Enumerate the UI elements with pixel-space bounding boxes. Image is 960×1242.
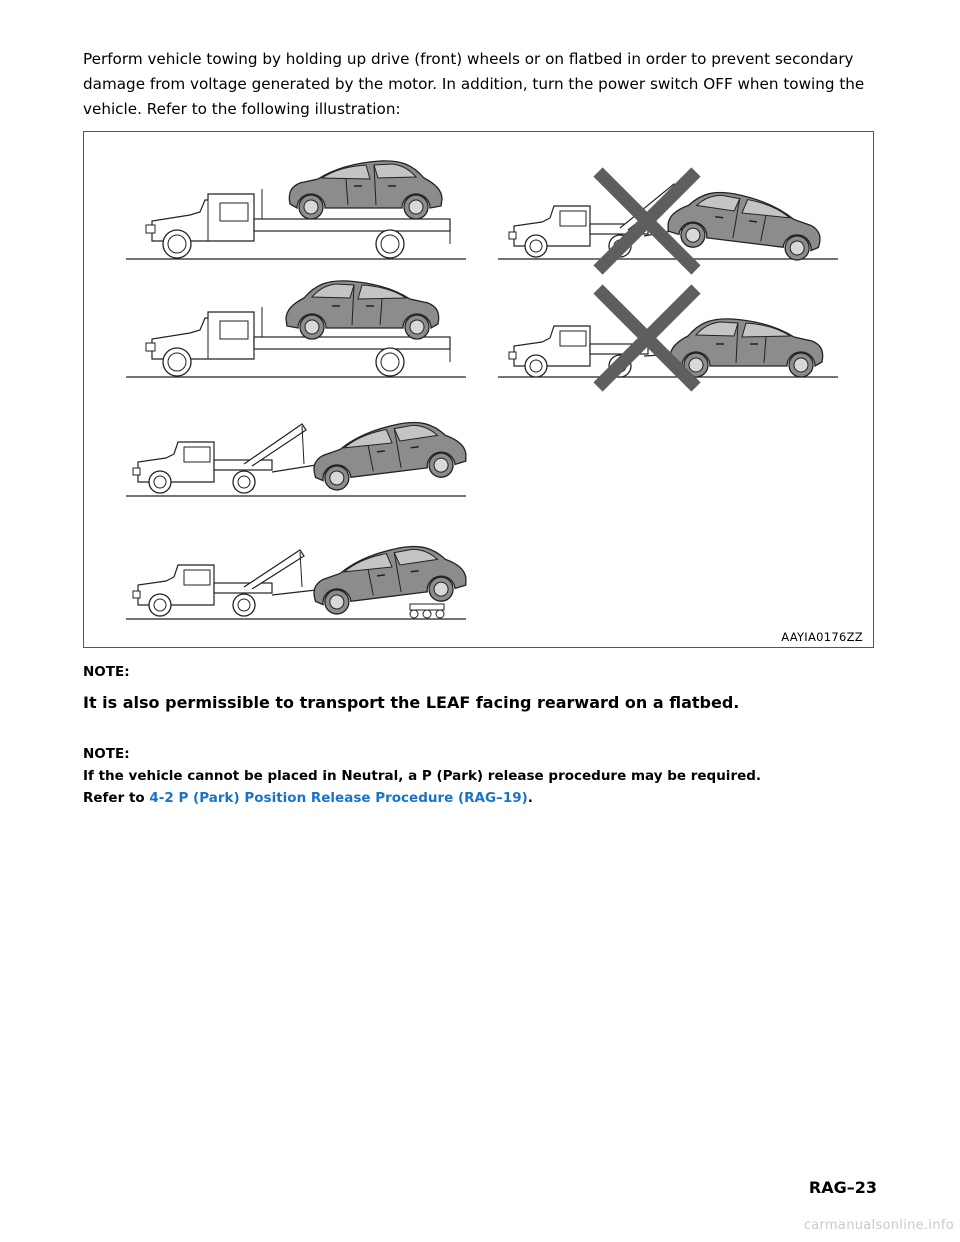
- panel-flatbed-forward: [126, 160, 466, 260]
- note-1-text: It is also permissible to transport the …: [83, 693, 740, 712]
- intro-line-3: vehicle. Refer to the following illustra…: [83, 100, 401, 118]
- panel-wheel-lift: [126, 415, 470, 497]
- note-2-label: NOTE:: [83, 746, 130, 762]
- refer-prefix: Refer to: [83, 790, 150, 806]
- panel-wheel-lift-dollies: [126, 539, 470, 620]
- intro-paragraph: Perform vehicle towing by holding up dri…: [83, 47, 883, 122]
- page-number: RAG–23: [808, 1178, 877, 1197]
- intro-line-1: Perform vehicle towing by holding up dri…: [83, 50, 854, 68]
- park-release-procedure-link[interactable]: 4-2 P (Park) Position Release Procedure …: [149, 790, 528, 806]
- panel-prohibited-all-wheels: [498, 284, 838, 392]
- watermark: carmanualsonline.info: [803, 1218, 954, 1233]
- refer-suffix: .: [527, 790, 533, 806]
- intro-line-2: damage from voltage generated by the mot…: [83, 75, 865, 93]
- towing-illustration: AAYIA0176ZZ: [83, 131, 874, 648]
- towing-illustration-svg: [126, 160, 838, 620]
- panel-flatbed-rearward: [126, 280, 466, 378]
- note-1-label: NOTE:: [83, 664, 130, 680]
- figure-code: AAYIA0176ZZ: [781, 630, 863, 644]
- panel-prohibited-rear-lift: [498, 167, 838, 275]
- note-2-text: If the vehicle cannot be placed in Neutr…: [83, 768, 762, 784]
- note-2-reference: Refer to 4-2 P (Park) Position Release P…: [83, 790, 533, 806]
